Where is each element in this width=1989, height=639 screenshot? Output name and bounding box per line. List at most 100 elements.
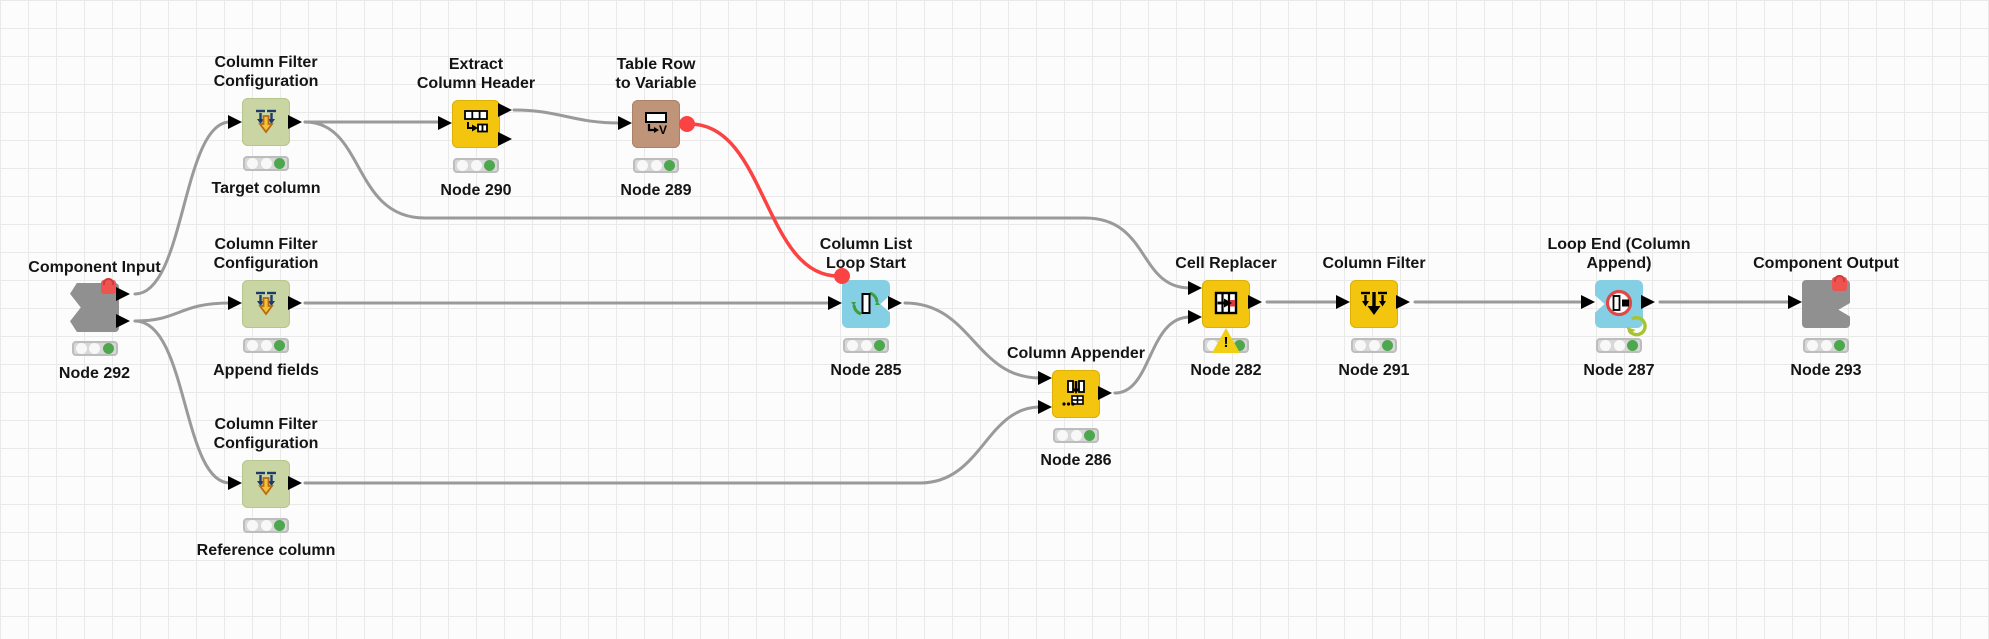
node-body[interactable] <box>632 100 680 148</box>
output-port[interactable] <box>1248 295 1262 309</box>
node-table-row-to-variable[interactable]: Table Row to Variable V Node 289 <box>616 56 697 199</box>
output-port[interactable] <box>1641 295 1655 309</box>
node-label: Node 291 <box>1338 362 1410 379</box>
wire-input-to-target-filter[interactable] <box>133 120 232 296</box>
node-title: Loop End (Column Append) <box>1547 236 1691 273</box>
node-title: Extract Column Header <box>416 56 536 93</box>
column-filter-config-icon <box>256 109 276 134</box>
status-lights <box>1803 338 1849 353</box>
wire-reference-filter-to-appender[interactable] <box>303 405 1042 485</box>
lock-icon <box>1832 275 1847 291</box>
node-label: Node 292 <box>58 365 131 382</box>
status-lights <box>1351 338 1397 353</box>
node-label: Node 285 <box>830 362 902 379</box>
column-filter-config-icon <box>256 291 276 316</box>
node-label: Node 282 <box>1190 362 1262 379</box>
output-port[interactable] <box>116 314 130 328</box>
status-lights <box>243 518 289 533</box>
status-lights <box>633 158 679 173</box>
node-label: Reference column <box>196 542 336 559</box>
output-port[interactable] <box>1396 295 1410 309</box>
node-label: Append fields <box>213 362 319 379</box>
output-port[interactable] <box>116 287 130 301</box>
loop-end-icon <box>1605 289 1633 317</box>
input-port[interactable] <box>828 296 842 310</box>
wire-loop-start-to-appender[interactable] <box>903 301 1042 380</box>
node-title: Column Appender <box>1006 345 1146 363</box>
input-port[interactable] <box>1788 295 1802 309</box>
input-port[interactable] <box>1336 295 1350 309</box>
node-component-output[interactable]: Component Output Node 293 <box>1753 255 1899 379</box>
node-title: Column Filter Configuration <box>213 416 319 453</box>
output-port[interactable] <box>288 296 302 310</box>
input-port[interactable] <box>438 116 452 130</box>
status-lights <box>1596 338 1642 353</box>
node-title: Component Input <box>28 259 161 277</box>
node-title: Column Filter <box>1322 255 1426 273</box>
input-port[interactable] <box>618 116 632 130</box>
input-port[interactable] <box>1038 400 1052 414</box>
wire-flow-variable-table-row-to-loop-start[interactable] <box>688 122 840 278</box>
input-port[interactable] <box>1581 295 1595 309</box>
node-title: Table Row to Variable <box>615 56 697 93</box>
wire-input-to-append-filter[interactable] <box>133 301 232 323</box>
column-appender-icon <box>1062 380 1085 406</box>
node-label: Target column <box>211 180 321 197</box>
table-row-to-variable-icon: V <box>645 112 667 137</box>
output-port[interactable] <box>498 132 512 146</box>
node-label: Node 293 <box>1790 362 1862 379</box>
flow-variable-input-port[interactable] <box>834 268 850 284</box>
node-title: Cell Replacer <box>1175 255 1277 273</box>
node-title: Component Output <box>1753 255 1899 273</box>
input-port[interactable] <box>228 476 242 490</box>
node-column-list-loop-start[interactable]: Column List Loop Start Node 285 <box>820 236 912 379</box>
svg-text:V: V <box>659 123 667 137</box>
node-cell-replacer[interactable]: Cell Replacer ! Node 282 <box>1175 255 1276 379</box>
output-port[interactable] <box>1098 386 1112 400</box>
output-port[interactable] <box>288 476 302 490</box>
node-label: Node 287 <box>1583 362 1655 379</box>
input-port[interactable] <box>1188 281 1202 295</box>
node-title: Column Filter Configuration <box>213 54 319 91</box>
wire-extract-to-table-row[interactable] <box>512 108 622 125</box>
wire-appender-to-cell-replacer[interactable] <box>1113 315 1192 395</box>
node-column-appender[interactable]: Column Appender Node 286 <box>1007 345 1145 469</box>
node-body[interactable] <box>452 100 500 148</box>
output-port[interactable] <box>288 115 302 129</box>
node-extract-column-header[interactable]: Extract Column Header Node 290 <box>417 56 535 199</box>
status-lights <box>243 156 289 171</box>
status-lights <box>843 338 889 353</box>
input-port[interactable] <box>228 296 242 310</box>
node-column-filter[interactable]: Column Filter Node 291 <box>1322 255 1425 379</box>
output-port[interactable] <box>498 103 512 117</box>
node-title: Column Filter Configuration <box>213 236 319 273</box>
column-filter-config-icon <box>256 471 276 496</box>
input-port[interactable] <box>228 115 242 129</box>
node-title: Column List Loop Start <box>819 236 913 273</box>
status-lights <box>243 338 289 353</box>
flow-variable-output-port[interactable] <box>679 116 695 132</box>
node-column-filter-config-reference[interactable]: Column Filter Configuration Reference co… <box>197 416 336 559</box>
loop-back-icon <box>1626 315 1647 337</box>
warning-glyph: ! <box>1223 333 1229 351</box>
status-lights <box>71 341 118 356</box>
column-filter-icon <box>1361 291 1387 315</box>
node-loop-end-column-append[interactable]: Loop End (Column Append) Node 287 <box>1547 236 1690 379</box>
status-lights <box>1053 428 1099 443</box>
node-label: Node 289 <box>620 182 692 199</box>
lock-icon <box>101 278 116 294</box>
input-port[interactable] <box>1188 310 1202 324</box>
input-port[interactable] <box>1038 371 1052 385</box>
wire-target-filter-to-cell-replacer[interactable] <box>303 120 1192 290</box>
status-lights <box>453 158 499 173</box>
wire-input-to-reference-filter[interactable] <box>133 319 232 485</box>
output-port[interactable] <box>888 296 902 310</box>
extract-column-header-icon <box>464 110 488 133</box>
cell-replacer-icon <box>1214 291 1238 315</box>
node-label: Node 290 <box>440 182 512 199</box>
node-column-filter-config-target[interactable]: Column Filter Configuration Target colum… <box>211 54 320 197</box>
node-component-input[interactable]: Component Input Node 292 <box>28 259 160 382</box>
node-column-filter-config-append[interactable]: Column Filter Configuration Append field… <box>213 236 319 379</box>
